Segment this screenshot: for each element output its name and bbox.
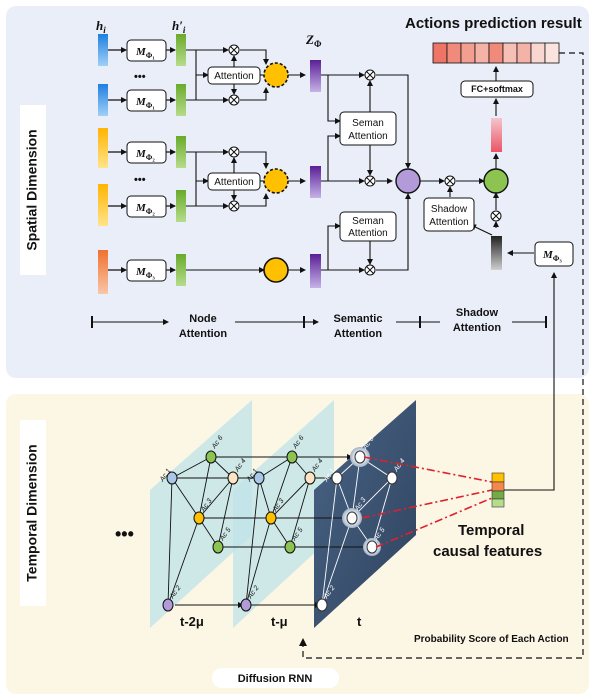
svg-text:MΦ₃: MΦ₃ bbox=[542, 249, 562, 263]
green-feature-bar bbox=[176, 136, 186, 168]
green-feature-bar bbox=[176, 254, 186, 286]
causal-links bbox=[361, 456, 493, 548]
row-yellow-2: MΦ₂ bbox=[98, 184, 186, 226]
svg-text:Temporal Dimension: Temporal Dimension bbox=[24, 444, 40, 581]
z-phi-label: ZΦ bbox=[305, 32, 322, 49]
aggregate-node bbox=[263, 168, 289, 194]
temporal-dimension-label: Temporal Dimension bbox=[20, 420, 46, 606]
shadow-attention-wiring bbox=[420, 66, 534, 256]
semantic-attention-label: Semantic bbox=[334, 313, 383, 325]
svg-text:MΦ₂: MΦ₂ bbox=[135, 148, 155, 162]
m-phi3-shadow-box: MΦ₃ bbox=[534, 241, 574, 267]
svg-text:Diffusion RNN: Diffusion RNN bbox=[238, 673, 313, 685]
node-attention-label: Node bbox=[189, 313, 217, 325]
fc-softmax-box: FC+softmax bbox=[460, 80, 534, 98]
purple-feature-bar bbox=[310, 166, 321, 198]
svg-text:Seman: Seman bbox=[352, 118, 384, 129]
temporal-causal-label: Temporal bbox=[458, 522, 524, 539]
temporal-edges bbox=[172, 454, 371, 608]
feedback-dashed-line bbox=[302, 52, 584, 659]
purple-feature-bar bbox=[310, 60, 321, 92]
actions-prediction-title: Actions prediction result bbox=[405, 15, 582, 32]
attention-box bbox=[207, 172, 261, 191]
svg-text:Shadow: Shadow bbox=[431, 204, 468, 215]
svg-text:Spatial Dimension: Spatial Dimension bbox=[24, 129, 40, 250]
probability-score-label: Probability Score of Each Action bbox=[414, 634, 569, 645]
blue-feature-bar bbox=[98, 84, 108, 116]
ellipsis-1: ••• bbox=[134, 71, 146, 83]
purple-feature-bar bbox=[310, 254, 321, 288]
semantic-fusion-node bbox=[395, 168, 421, 194]
graph-frame-t bbox=[314, 400, 416, 628]
shadow-attention-range-label-2: Attention bbox=[453, 322, 502, 334]
attention-box bbox=[207, 66, 261, 85]
green-feature-bar bbox=[176, 34, 186, 66]
ellipsis-2: ••• bbox=[134, 174, 146, 186]
diffusion-rnn-label: Diffusion RNN bbox=[212, 668, 339, 688]
temporal-causal-feature-bar bbox=[491, 472, 505, 508]
yellow-feature-bar bbox=[98, 184, 108, 226]
h-prime-label: h′i bbox=[172, 18, 186, 35]
yellow-feature-bar bbox=[98, 128, 108, 168]
orange-feature-bar bbox=[98, 250, 108, 294]
frame-label-t-mu: t-μ bbox=[271, 614, 288, 629]
frame-label-t-2mu: t-2μ bbox=[180, 614, 204, 629]
semantic-attention-label-2: Attention bbox=[334, 328, 383, 340]
gray-feature-bar bbox=[491, 236, 502, 270]
prediction-result-strip bbox=[432, 42, 560, 64]
temporal-ellipsis: ••• bbox=[115, 524, 134, 544]
pink-feature-bar bbox=[491, 118, 502, 152]
blue-feature-bar bbox=[98, 34, 108, 66]
feedback-arrowhead bbox=[299, 638, 307, 646]
svg-text:Seman: Seman bbox=[352, 216, 384, 227]
green-feature-bar bbox=[176, 84, 186, 116]
seman-attention-box: Seman Attention bbox=[339, 111, 397, 146]
svg-text:MΦ₁: MΦ₁ bbox=[135, 46, 155, 60]
svg-text:MΦ₁: MΦ₁ bbox=[135, 96, 155, 110]
svg-text:MΦ₂: MΦ₂ bbox=[135, 202, 155, 216]
aggregate-node bbox=[263, 62, 289, 88]
node-attention-label-2: Attention bbox=[179, 328, 228, 340]
node-attention-group-1 bbox=[186, 47, 306, 103]
svg-text:Attention: Attention bbox=[214, 71, 253, 82]
row-blue-2: MΦ₁ bbox=[98, 84, 186, 116]
svg-text:Attention: Attention bbox=[214, 177, 253, 188]
row-orange: MΦ₃ bbox=[98, 250, 321, 294]
aggregate-node bbox=[263, 257, 289, 283]
seman-attention-box: Seman Attention bbox=[339, 211, 397, 242]
output-fusion-node bbox=[483, 168, 509, 194]
frame-label-t: t bbox=[357, 614, 362, 629]
svg-text:FC+softmax: FC+softmax bbox=[471, 84, 523, 94]
svg-text:MΦ₃: MΦ₃ bbox=[135, 266, 155, 280]
spatial-dimension-label: Spatial Dimension bbox=[20, 105, 46, 275]
row-blue-1: MΦ₁ bbox=[98, 34, 186, 66]
svg-text:Attention: Attention bbox=[348, 228, 387, 239]
frame3-nodes bbox=[316, 447, 398, 612]
causal-to-shadow-line bbox=[504, 272, 557, 491]
row-yellow-1: MΦ₂ bbox=[98, 128, 186, 168]
shadow-attention-range-label: Shadow bbox=[456, 307, 499, 319]
temporal-causal-label-2: causal features bbox=[433, 543, 542, 560]
frame1-nodes bbox=[162, 450, 239, 612]
h-i-label: hi bbox=[96, 18, 106, 35]
svg-text:Attention: Attention bbox=[429, 217, 468, 228]
frame2-nodes bbox=[240, 450, 316, 612]
shadow-attention-box: Shadow Attention bbox=[423, 197, 475, 232]
semantic-attention-wiring bbox=[321, 72, 411, 273]
green-feature-bar bbox=[176, 190, 186, 222]
svg-text:Attention: Attention bbox=[348, 131, 387, 142]
